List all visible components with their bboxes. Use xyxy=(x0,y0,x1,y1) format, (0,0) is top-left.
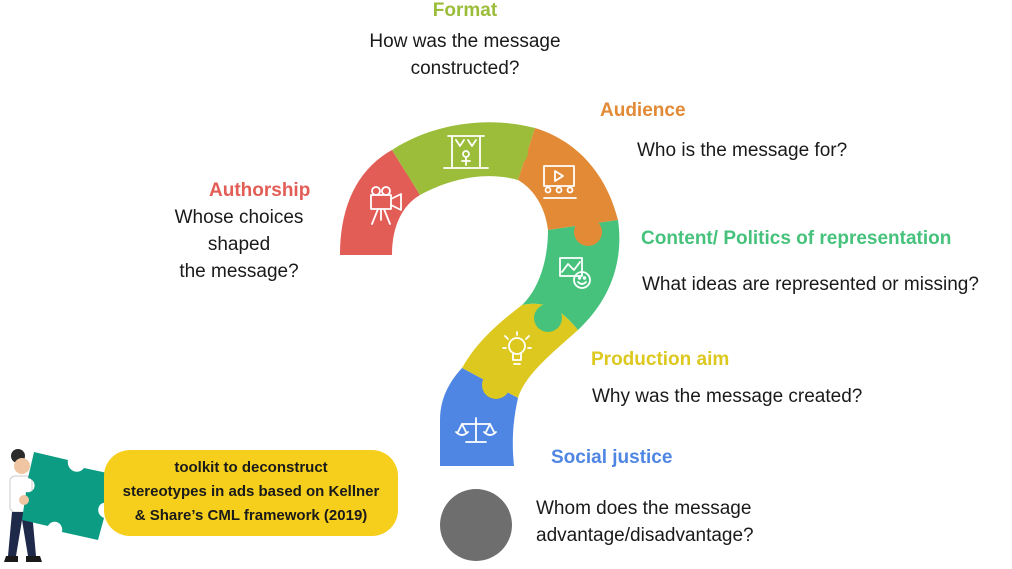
authorship-question-line: the message? xyxy=(179,261,299,282)
authorship-question: Whose choices shaped the message? xyxy=(158,204,320,285)
production-question: Why was the message created? xyxy=(592,386,863,407)
toolkit-note-text: toolkit to deconstruct stereotypes in ad… xyxy=(104,456,398,528)
scales-icon xyxy=(455,417,497,443)
person-with-puzzle-illustration xyxy=(4,449,112,562)
authorship-title: Authorship xyxy=(209,180,311,201)
format-segment xyxy=(392,122,535,195)
toolkit-note-line: & Share’s CML framework (2019) xyxy=(134,507,368,524)
question-mark-dot xyxy=(440,489,512,561)
social-justice-puzzle-knob xyxy=(482,371,510,399)
audience-title: Audience xyxy=(600,100,686,121)
toolkit-note-line: stereotypes in ads based on Kellner xyxy=(122,483,380,500)
audience-question: Who is the message for? xyxy=(637,140,848,161)
teal-puzzle-piece xyxy=(22,452,112,540)
format-question-line: How was the message xyxy=(369,31,561,52)
authorship-question-line: Whose choices xyxy=(174,207,304,228)
movie-camera-icon xyxy=(370,186,402,225)
content-segment xyxy=(522,220,620,330)
content-question: What ideas are represented or missing? xyxy=(642,274,979,295)
production-puzzle-knob xyxy=(534,304,562,332)
format-question-line: constructed? xyxy=(410,58,520,79)
content-title: Content/ Politics of representation xyxy=(641,228,952,249)
authorship-question-line: shaped xyxy=(207,234,271,255)
audience-screen-icon xyxy=(543,165,577,199)
audience-segment xyxy=(518,128,618,230)
social-justice-question-line: advantage/disadvantage? xyxy=(536,525,754,546)
toolkit-note-line: toolkit to deconstruct xyxy=(174,459,328,476)
lightbulb-icon xyxy=(502,331,532,365)
toolkit-note-box xyxy=(104,450,398,536)
audience-puzzle-knob xyxy=(500,138,528,166)
social-justice-question-line: Whom does the message xyxy=(536,498,752,519)
format-title: Format xyxy=(432,0,498,21)
image-smiley-icon xyxy=(559,257,591,289)
social-justice-title: Social justice xyxy=(551,447,673,468)
format-question: How was the message constructed? xyxy=(325,28,605,82)
content-puzzle-knob xyxy=(574,218,602,246)
social-justice-question: Whom does the message advantage/disadvan… xyxy=(536,495,754,549)
production-title: Production aim xyxy=(591,349,730,370)
authorship-segment xyxy=(340,150,420,255)
stage-icon xyxy=(443,135,489,169)
